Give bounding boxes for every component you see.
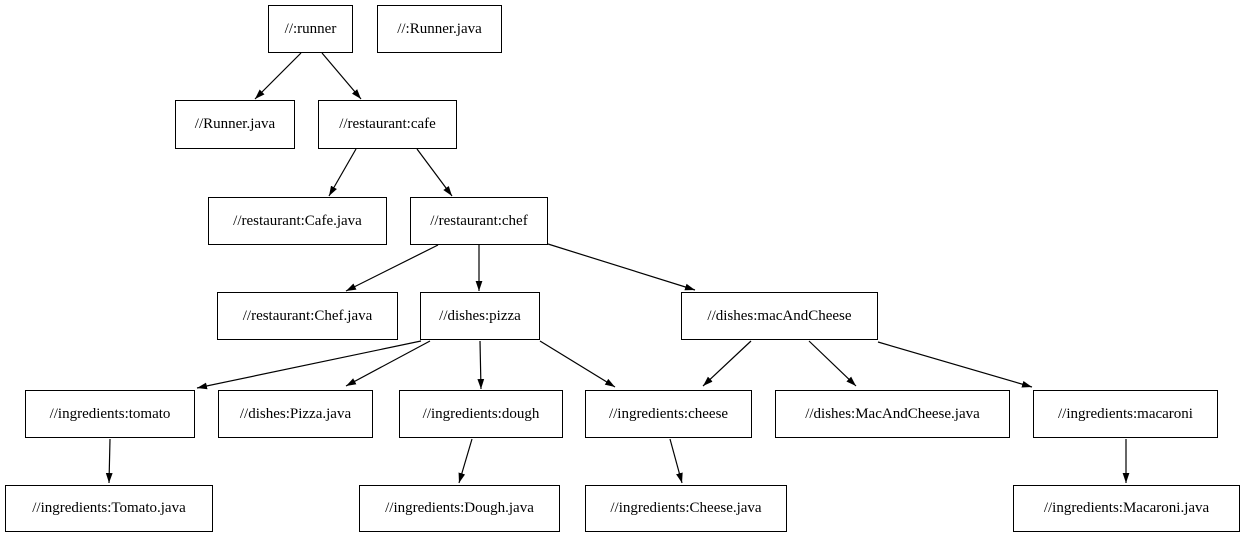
graph-node-tomato: //ingredients:tomato (25, 390, 195, 438)
edge-pizza-to-cheese (539, 340, 616, 388)
graph-node-chef: //restaurant:chef (410, 197, 548, 245)
graph-node-runner-java-src: //:Runner.java (377, 5, 502, 53)
edge-cheese-to-cheese-java (669, 438, 683, 484)
graph-node-macaroni-java: //ingredients:Macaroni.java (1013, 485, 1240, 532)
graph-node-pizza: //dishes:pizza (420, 292, 540, 340)
edge-mac-and-cheese-to-macaroni (877, 341, 1033, 388)
edge-runner-to-cafe (321, 52, 362, 100)
graph-node-dough-java: //ingredients:Dough.java (359, 485, 560, 532)
graph-node-tomato-java: //ingredients:Tomato.java (5, 485, 213, 532)
graph-node-dough: //ingredients:dough (399, 390, 563, 438)
edges-group (105, 52, 1130, 484)
edge-runner-to-runner-java (254, 52, 302, 100)
edge-dough-to-dough-java (458, 438, 473, 484)
graph-node-pizza-java: //dishes:Pizza.java (218, 390, 373, 438)
edge-pizza-to-dough (477, 340, 485, 390)
graph-node-runner: //:runner (268, 5, 353, 53)
edge-cafe-to-cafe-java (328, 148, 357, 197)
edge-mac-and-cheese-to-mac-and-cheese-java (808, 340, 857, 387)
edge-mac-and-cheese-to-cheese (702, 340, 752, 387)
graph-node-cheese: //ingredients:cheese (585, 390, 752, 438)
edge-chef-to-mac-and-cheese (547, 243, 696, 291)
graph-node-macaroni: //ingredients:macaroni (1033, 390, 1218, 438)
edge-pizza-to-pizza-java (345, 340, 431, 387)
graph-node-chef-java: //restaurant:Chef.java (217, 292, 398, 340)
graph-node-cafe: //restaurant:cafe (318, 100, 457, 149)
edge-chef-to-chef-java (345, 244, 439, 292)
edge-tomato-to-tomato-java (105, 438, 113, 484)
graph-node-cafe-java: //restaurant:Cafe.java (208, 197, 387, 245)
edge-pizza-to-tomato (196, 340, 422, 390)
edge-cafe-to-chef (416, 148, 453, 197)
graph-node-runner-java: //Runner.java (175, 100, 295, 149)
graph-node-mac-and-cheese-java: //dishes:MacAndCheese.java (775, 390, 1010, 438)
graph-node-mac-and-cheese: //dishes:macAndCheese (681, 292, 878, 340)
graph-node-cheese-java: //ingredients:Cheese.java (585, 485, 787, 532)
